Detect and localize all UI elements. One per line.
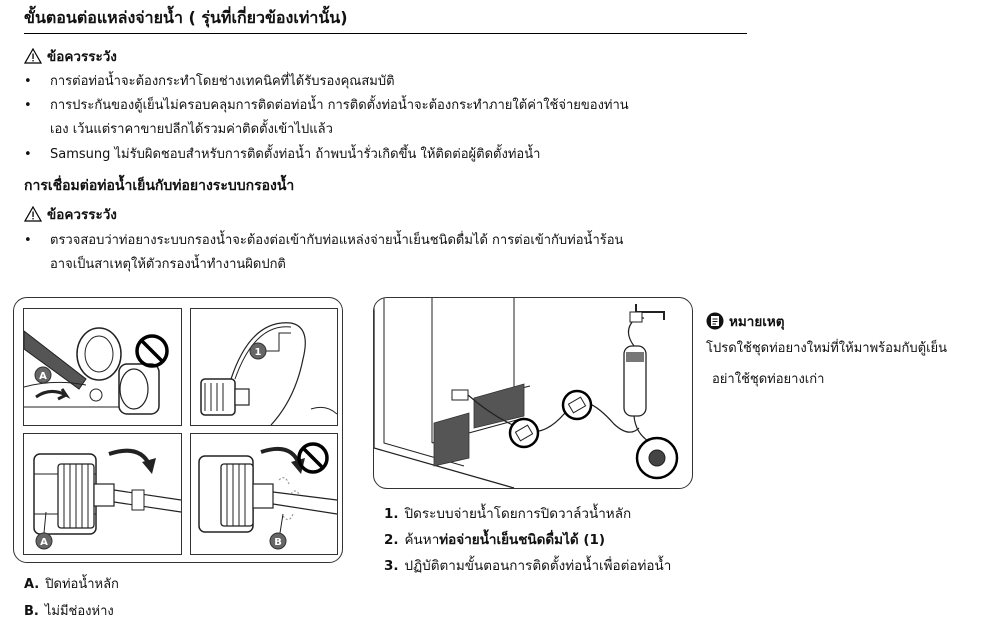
legend-item-a: A.ปิดท่อน้ำหลัก: [24, 577, 119, 592]
label-1: 1: [255, 347, 262, 358]
legend-item-b: B.ไม่มีช่องห่าง: [24, 604, 114, 619]
label-a-2: A: [40, 537, 48, 548]
note-line-2: อย่าใช้ชุดท่อยางเก่า: [712, 372, 825, 387]
wrench-valve-illustration: A: [24, 327, 169, 415]
figure-leak-cell: B: [190, 433, 338, 555]
label-b: B: [274, 537, 282, 548]
step-2: 2.ค้นหาท่อจ่ายน้ำเย็นชนิดดื่มได้ (1): [384, 532, 606, 548]
note-line-1: โปรดใช้ชุดท่อยางใหม่ที่ให้มาพร้อมกับตู้เ…: [706, 341, 948, 356]
fridge-figure-panel: [373, 297, 693, 489]
page-title: ขั้นตอนต่อแหล่งจ่ายน้ำ ( รุ่นที่เกี่ยวข้…: [24, 8, 348, 27]
warning-triangle-icon: [24, 48, 42, 64]
hose-connector-illustration: 1: [200, 322, 337, 425]
section-subheading: การเชื่อมต่อท่อน้ำเย็นกับท่อยางระบบกรองน…: [24, 178, 295, 194]
caution-heading-2: ข้อควรระวัง: [24, 203, 117, 225]
label-a-1: A: [39, 371, 47, 382]
caution-heading-1: ข้อควรระวัง: [24, 45, 117, 67]
note-icon: [706, 312, 724, 330]
step-1: 1.ปิดระบบจ่ายน้ำโดยการปิดวาล์วน้ำหลัก: [384, 506, 632, 522]
note-heading: หมายเหตุ: [706, 310, 785, 332]
warning-triangle-icon: [24, 206, 42, 222]
caution-label: ข้อควรระวัง: [47, 49, 117, 65]
step-3: 3.ปฏิบัติตามขั้นตอนการติดตั้งท่อน้ำเพื่อ…: [384, 558, 672, 574]
fridge-filter-illustration: [374, 298, 679, 488]
nut-tightening-illustration: A: [33, 448, 181, 550]
caution-label: ข้อควรระวัง: [47, 207, 117, 223]
title-divider: [24, 33, 747, 34]
figure-tighten-cell: A: [23, 433, 182, 555]
figure-hose-cell: 1: [190, 308, 338, 426]
leak-illustration: B: [198, 442, 337, 550]
figure-wrench-cell: A: [23, 308, 182, 426]
prohibited-icon: [135, 334, 169, 368]
prohibited-icon: [297, 442, 329, 474]
